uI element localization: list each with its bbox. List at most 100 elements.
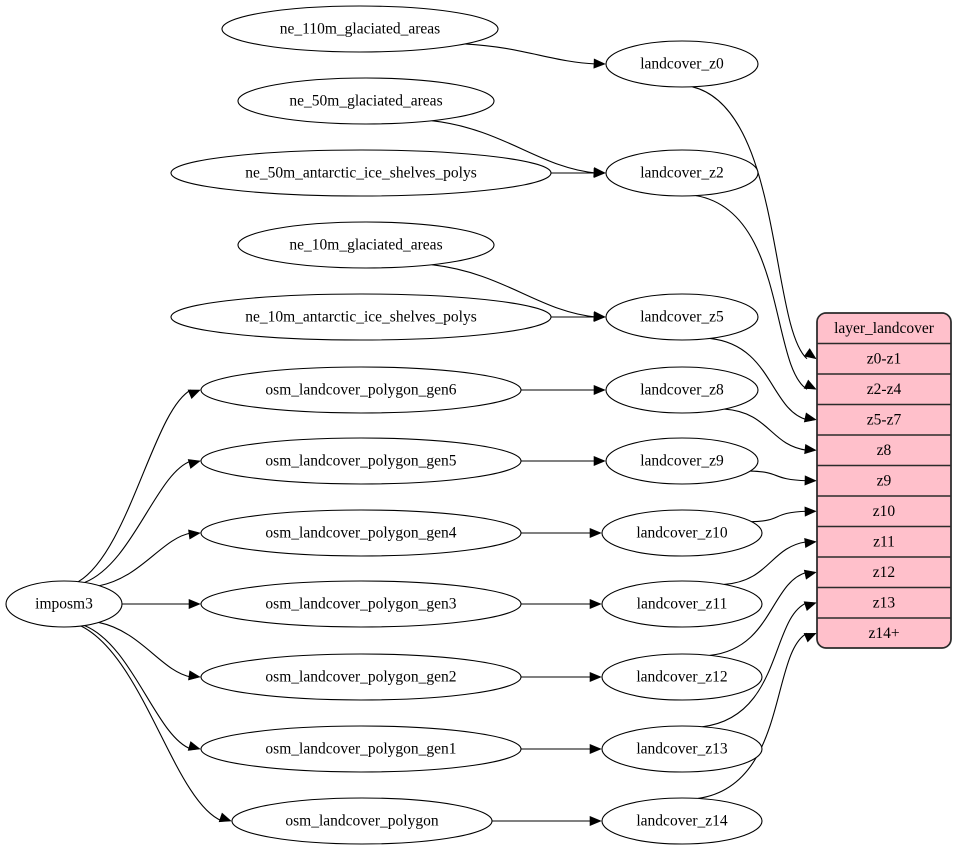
graph-node-ne_110m_glaciated_areas[interactable]: ne_110m_glaciated_areas — [221, 5, 499, 53]
graph-node-ne_10m_glaciated_areas[interactable]: ne_10m_glaciated_areas — [237, 221, 495, 269]
node-label-osm_landcover_polygon_gen2: osm_landcover_polygon_gen2 — [265, 669, 456, 686]
edge-landcover_z10-to-z10 — [751, 510, 808, 523]
graph-node-landcover_z13[interactable]: landcover_z13 — [601, 725, 763, 773]
node-label-landcover_z10: landcover_z10 — [636, 525, 727, 542]
edge-arrowhead — [804, 444, 817, 455]
node-shape-osm_landcover_polygon_gen4 — [200, 509, 522, 557]
edge-arrowhead — [803, 569, 817, 580]
layer-table[interactable]: layer_landcover z0-z1 z2-z4 z5-z7 z8 z9 z10 z11… — [816, 312, 952, 649]
graph-node-landcover_z8[interactable]: landcover_z8 — [605, 366, 759, 414]
node-shape-landcover_z0 — [605, 40, 759, 88]
layer-table-row-z8[interactable]: z8 — [817, 434, 951, 459]
edge-imposm3-to-osm_landcover_polygon_gen1 — [84, 625, 192, 750]
node-label-ne_50m_antarctic_ice_shelves_polys: ne_50m_antarctic_ice_shelves_polys — [245, 165, 477, 182]
edge-arrowhead — [589, 671, 602, 683]
node-shape-ne_110m_glaciated_areas — [221, 5, 499, 53]
edge-arrowhead — [218, 812, 232, 823]
node-shape-osm_landcover_polygon_gen5 — [200, 437, 522, 485]
graph-node-osm_landcover_polygon_gen4[interactable]: osm_landcover_polygon_gen4 — [200, 509, 522, 557]
graph-node-osm_landcover_polygon_gen6[interactable]: osm_landcover_polygon_gen6 — [200, 366, 522, 414]
layer-table-row-z2-z4[interactable]: z2-z4 — [817, 373, 951, 398]
table-layer: layer_landcover z0-z1 z2-z4 z5-z7 z8 z9 z10 z11… — [816, 312, 952, 649]
edge-ne_110m_glaciated_areas-to-landcover_z0 — [464, 43, 597, 65]
edge-arrowhead — [803, 601, 817, 612]
graph-node-ne_50m_glaciated_areas[interactable]: ne_50m_glaciated_areas — [237, 77, 495, 125]
layer-table-row-z10[interactable]: z10 — [817, 495, 951, 520]
graph-node-ne_10m_antarctic_ice_shelves_polys[interactable]: ne_10m_antarctic_ice_shelves_polys — [170, 293, 552, 341]
layer-table-row-label: z10 — [873, 503, 896, 520]
layer-table-row-z9[interactable]: z9 — [817, 464, 951, 490]
graph-node-landcover_z11[interactable]: landcover_z11 — [601, 580, 763, 628]
node-shape-landcover_z14 — [601, 797, 763, 845]
graph-node-osm_landcover_polygon_gen5[interactable]: osm_landcover_polygon_gen5 — [200, 437, 522, 485]
graph-node-osm_landcover_polygon[interactable]: osm_landcover_polygon — [231, 797, 493, 845]
graph-node-landcover_z0[interactable]: landcover_z0 — [605, 40, 759, 88]
graph-node-osm_landcover_polygon_gen2[interactable]: osm_landcover_polygon_gen2 — [200, 653, 522, 701]
edge-imposm3-to-osm_landcover_polygon — [80, 625, 223, 822]
graph-node-landcover_z5[interactable]: landcover_z5 — [605, 293, 759, 341]
graph-node-landcover_z12[interactable]: landcover_z12 — [601, 653, 763, 701]
graph-node-landcover_z9[interactable]: landcover_z9 — [605, 437, 759, 485]
edge-landcover_z0-to-z0-z1 — [692, 86, 808, 360]
layer-table-row-label: z11 — [873, 533, 895, 550]
node-label-landcover_z14: landcover_z14 — [636, 813, 727, 830]
node-shape-landcover_z8 — [605, 366, 759, 414]
node-label-landcover_z13: landcover_z13 — [636, 741, 727, 758]
edge-arrowhead — [187, 741, 201, 751]
node-label-osm_landcover_polygon_gen6: osm_landcover_polygon_gen6 — [265, 382, 456, 399]
edge-landcover_z2-to-z2-z4 — [695, 195, 808, 390]
edge-arrowhead — [593, 167, 606, 179]
edge-arrowhead — [187, 459, 201, 469]
node-shape-landcover_z10 — [601, 509, 763, 557]
node-shape-osm_landcover_polygon — [231, 797, 493, 845]
layer-table-row-label: z8 — [877, 442, 892, 459]
node-label-landcover_z11: landcover_z11 — [637, 596, 728, 613]
layer-table-row-z14+[interactable]: z14+ — [817, 617, 951, 642]
node-label-osm_landcover_polygon_gen3: osm_landcover_polygon_gen3 — [265, 596, 456, 613]
graph-node-imposm3[interactable]: imposm3 — [5, 580, 123, 628]
edge-landcover_z12-to-z12 — [709, 571, 808, 656]
layer-table-row-label: z5-z7 — [867, 411, 902, 428]
edge-arrowhead — [803, 379, 817, 390]
graph-node-landcover_z14[interactable]: landcover_z14 — [601, 797, 763, 845]
node-shape-landcover_z11 — [601, 580, 763, 628]
layer-table-row-z11[interactable]: z11 — [817, 525, 951, 551]
graph-node-osm_landcover_polygon_gen3[interactable]: osm_landcover_polygon_gen3 — [200, 580, 522, 628]
layer-table-row-z0-z1[interactable]: z0-z1 — [817, 342, 951, 368]
node-shape-ne_50m_antarctic_ice_shelves_polys — [170, 149, 552, 197]
graph-node-ne_50m_antarctic_ice_shelves_polys[interactable]: ne_50m_antarctic_ice_shelves_polys — [170, 149, 552, 197]
layer-table-row-label: z9 — [877, 472, 892, 489]
layer-table-header-label: layer_landcover — [834, 320, 935, 337]
node-label-ne_110m_glaciated_areas: ne_110m_glaciated_areas — [280, 21, 440, 38]
node-label-osm_landcover_polygon_gen5: osm_landcover_polygon_gen5 — [265, 453, 456, 470]
edge-arrowhead — [803, 632, 817, 643]
node-shape-osm_landcover_polygon_gen2 — [200, 653, 522, 701]
edge-landcover_z11-to-z11 — [724, 541, 808, 585]
edge-imposm3-to-osm_landcover_polygon_gen6 — [77, 389, 192, 583]
layer-table-row-z12[interactable]: z12 — [817, 556, 951, 581]
graph-node-landcover_z10[interactable]: landcover_z10 — [601, 509, 763, 557]
node-label-osm_landcover_polygon_gen1: osm_landcover_polygon_gen1 — [265, 741, 456, 758]
edge-arrowhead — [593, 58, 606, 69]
edge-arrowhead — [589, 527, 602, 539]
edge-landcover_z8-to-z8 — [724, 408, 808, 451]
node-shape-landcover_z12 — [601, 653, 763, 701]
edge-arrowhead — [804, 475, 817, 486]
edge-arrowhead — [188, 529, 201, 540]
node-shape-ne_10m_antarctic_ice_shelves_polys — [170, 293, 552, 341]
node-label-landcover_z2: landcover_z2 — [640, 165, 724, 182]
graph-node-osm_landcover_polygon_gen1[interactable]: osm_landcover_polygon_gen1 — [200, 725, 522, 773]
edge-arrowhead — [589, 598, 602, 610]
node-shape-imposm3 — [5, 580, 123, 628]
node-shape-landcover_z13 — [601, 725, 763, 773]
layer-table-row-z13[interactable]: z13 — [817, 586, 951, 612]
node-shape-osm_landcover_polygon_gen1 — [200, 725, 522, 773]
graph-node-landcover_z2[interactable]: landcover_z2 — [605, 149, 759, 197]
edge-arrowhead — [593, 455, 606, 467]
node-shape-ne_10m_glaciated_areas — [237, 221, 495, 269]
edge-imposm3-to-osm_landcover_polygon_gen5 — [84, 460, 192, 584]
node-shape-osm_landcover_polygon_gen6 — [200, 366, 522, 414]
layer-table-row-z5-z7[interactable]: z5-z7 — [817, 403, 951, 429]
node-label-ne_50m_glaciated_areas: ne_50m_glaciated_areas — [289, 93, 442, 110]
